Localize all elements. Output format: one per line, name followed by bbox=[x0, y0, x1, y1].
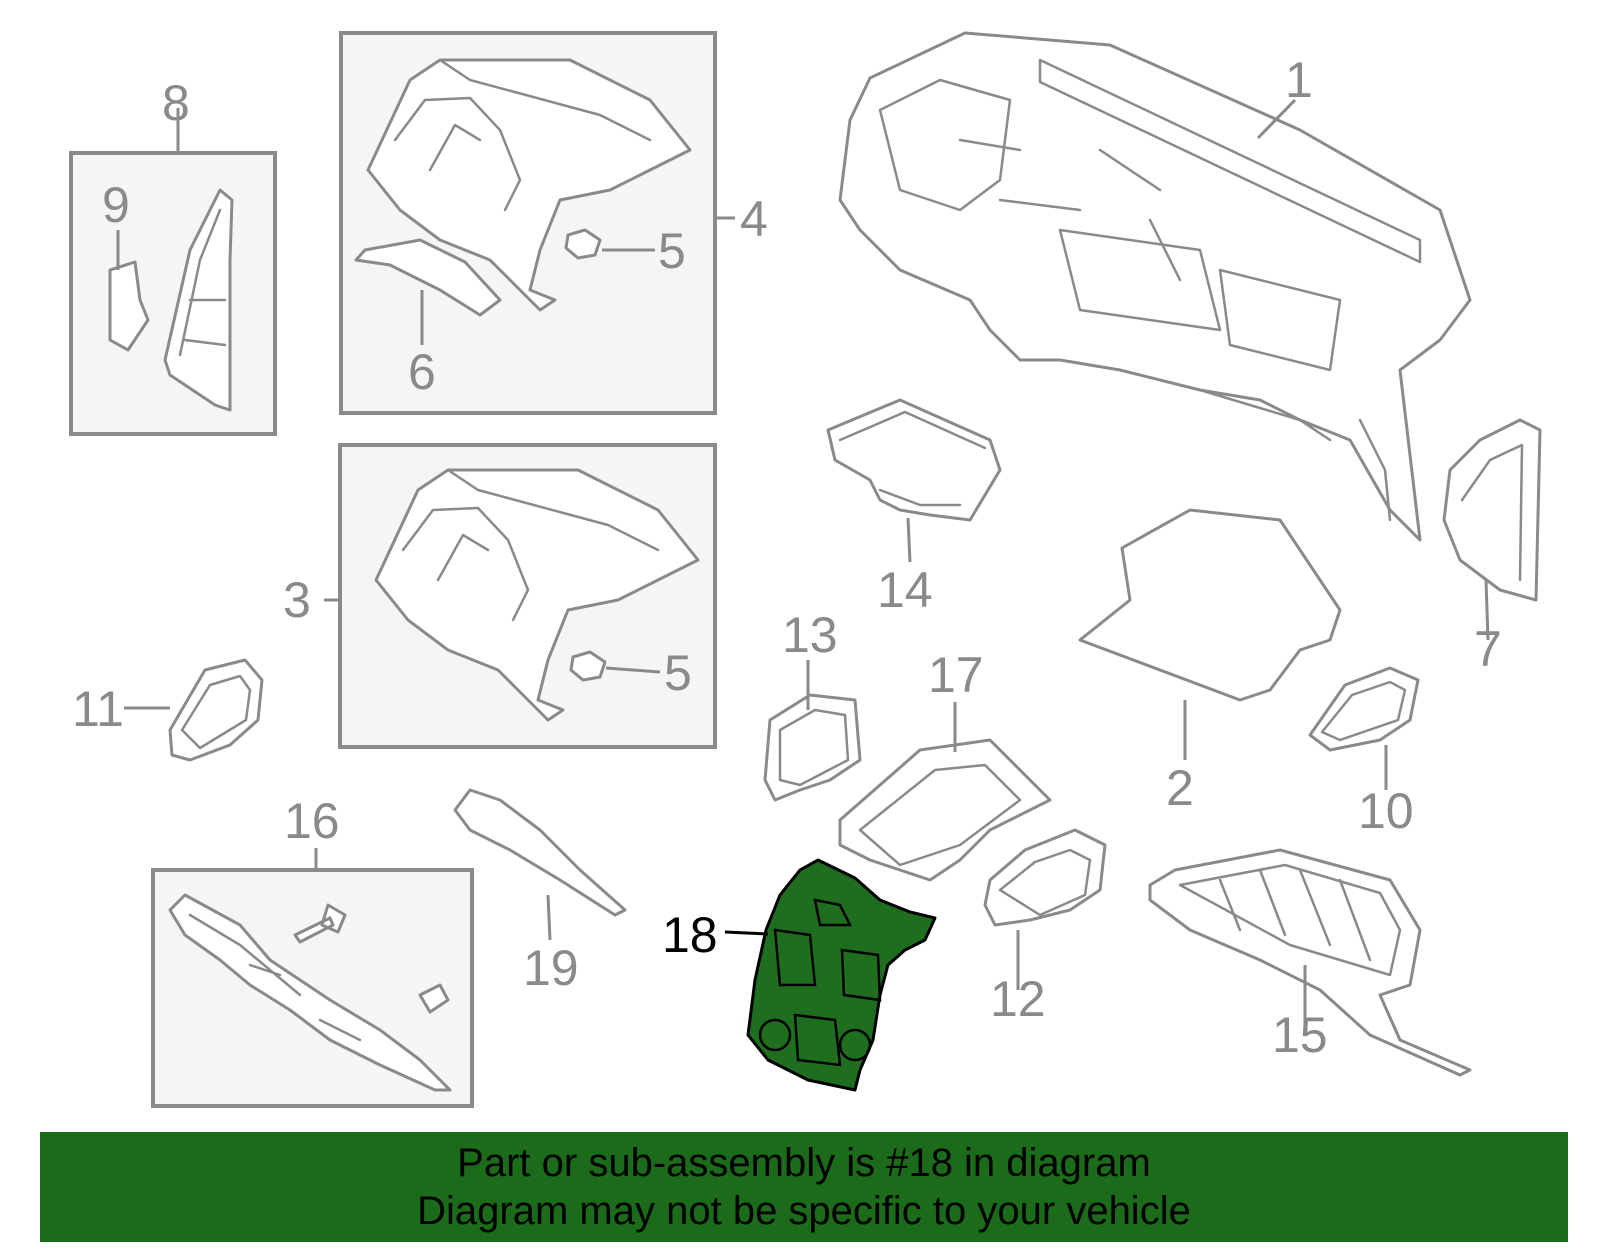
banner-line-1: Part or sub-assembly is #18 in diagram bbox=[457, 1141, 1151, 1185]
part-11-vent bbox=[168, 658, 264, 762]
part-3-cluster-housing bbox=[374, 468, 700, 722]
part-12-vent bbox=[983, 828, 1107, 927]
callout-17: 17 bbox=[928, 647, 984, 703]
part-8-side-trim bbox=[163, 188, 234, 412]
part-15-glove-box bbox=[1148, 848, 1472, 1077]
part-10-vent bbox=[1308, 666, 1420, 752]
callout-6: 6 bbox=[408, 344, 436, 400]
callout-3: 3 bbox=[283, 572, 311, 628]
group-box-8 bbox=[69, 151, 277, 436]
callout-15: 15 bbox=[1272, 1007, 1328, 1063]
callout-8: 8 bbox=[162, 75, 190, 131]
part-18-highlight bbox=[746, 858, 937, 1092]
part-16-lower-panel bbox=[168, 893, 452, 1092]
banner-line-2: Diagram may not be specific to your vehi… bbox=[417, 1189, 1191, 1233]
part-5-clip-lower bbox=[569, 650, 607, 682]
part-6-cover-strip bbox=[354, 238, 502, 317]
part-13-vent bbox=[763, 693, 862, 802]
clip bbox=[418, 983, 450, 1014]
part-2-lower-cover bbox=[1078, 508, 1342, 702]
callout-5-lower: 5 bbox=[664, 645, 692, 701]
callout-7: 7 bbox=[1474, 621, 1502, 677]
part-4-cluster-housing bbox=[366, 58, 692, 312]
callout-5-upper: 5 bbox=[658, 223, 686, 279]
part-1-instrument-panel bbox=[838, 31, 1472, 542]
callout-18: 18 bbox=[662, 907, 718, 963]
part-9-bracket bbox=[108, 260, 150, 352]
part-5-clip-upper bbox=[564, 228, 602, 260]
callout-13: 13 bbox=[782, 607, 838, 663]
callout-4: 4 bbox=[740, 191, 768, 247]
part-19-trim bbox=[453, 788, 627, 917]
callout-1: 1 bbox=[1285, 52, 1313, 108]
part-14-passenger-airbag bbox=[826, 398, 1002, 522]
callout-2: 2 bbox=[1166, 760, 1194, 816]
callout-12: 12 bbox=[990, 971, 1046, 1027]
callout-19: 19 bbox=[523, 940, 579, 996]
callout-10: 10 bbox=[1358, 783, 1414, 839]
callout-14: 14 bbox=[877, 562, 933, 618]
callout-9: 9 bbox=[102, 177, 130, 233]
part-7-side-cap bbox=[1442, 418, 1542, 602]
bolt bbox=[293, 903, 347, 944]
callout-16: 16 bbox=[284, 793, 340, 849]
info-banner: Part or sub-assembly is #18 in diagram D… bbox=[40, 1132, 1568, 1242]
callout-11: 11 bbox=[72, 681, 124, 737]
part-18-center-fascia bbox=[746, 858, 937, 1092]
